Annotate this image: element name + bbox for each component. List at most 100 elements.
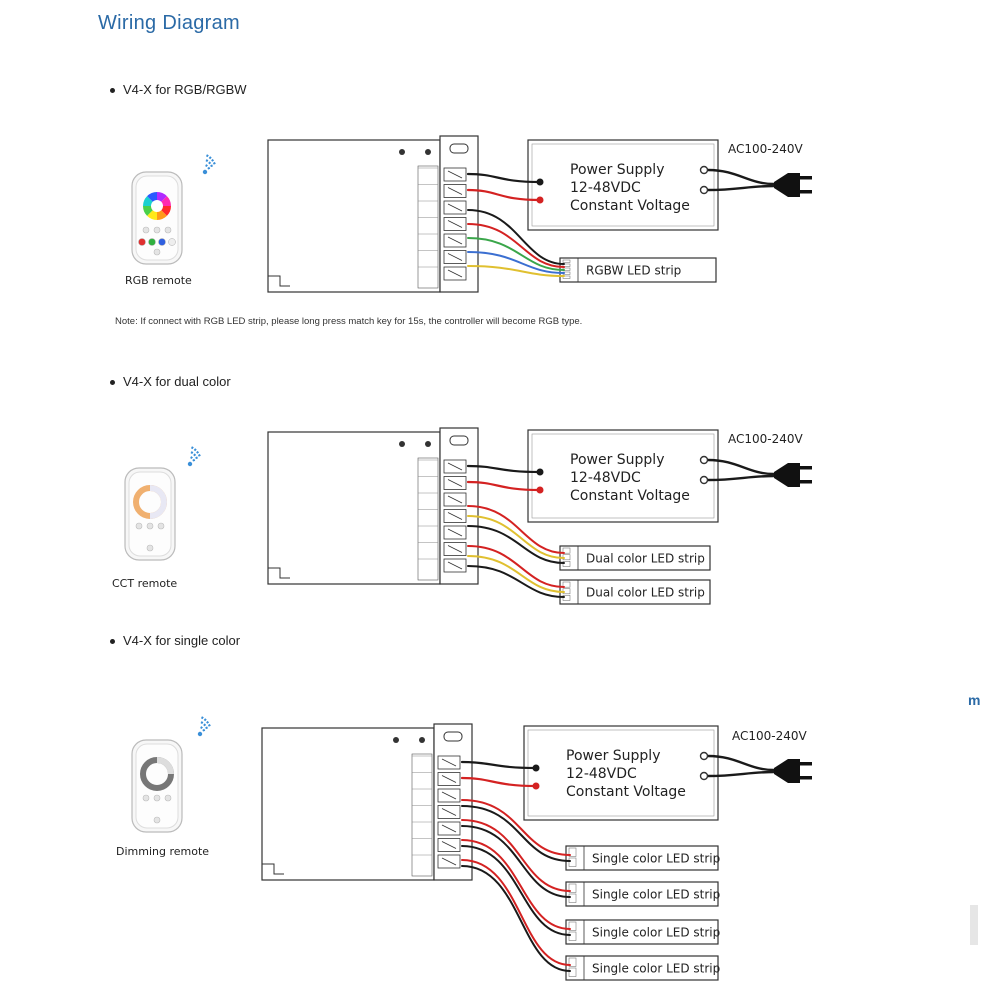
strip-wire-neg: [461, 845, 571, 936]
terminal-screw: [441, 824, 457, 833]
led-strip: Single color LED strip: [565, 955, 720, 981]
terminal-screw: [447, 187, 463, 195]
remote-key: [158, 238, 166, 246]
terminal-screw: [447, 269, 463, 278]
power-wire-pos: [466, 480, 542, 492]
led-strip: Dual color LED strip: [559, 579, 711, 605]
power-wire-pos: [466, 188, 542, 202]
strip-pad: [568, 957, 577, 967]
ac-voltage-label: AC100-240V: [728, 432, 804, 446]
strip-wire-neg: [461, 865, 571, 972]
strip-wire-neg: [461, 825, 571, 898]
match-button: [393, 737, 399, 743]
power-wire-pos: [460, 776, 538, 788]
strip-wire-pos: [461, 839, 571, 930]
led-strip-label: Dual color LED strip: [586, 586, 705, 600]
wifi-arc: [205, 164, 211, 170]
remote-key: [153, 226, 161, 234]
wifi-arc: [200, 716, 212, 729]
terminal-screw: [447, 203, 463, 212]
led-strip-label: RGBW LED strip: [586, 264, 681, 278]
remote-key: [168, 238, 176, 246]
strip-pad: [568, 931, 577, 941]
wifi-arc: [205, 159, 214, 168]
psu-line-2: 12-48VDC: [566, 766, 637, 782]
controller-box: [261, 723, 473, 881]
bullet-icon: [110, 88, 115, 94]
terminal-label-strip: [417, 165, 439, 289]
ac-cable: [707, 754, 775, 772]
strip-pad: [568, 847, 577, 857]
strip-wire: [467, 515, 565, 559]
remote-key: [146, 522, 154, 530]
terminal-screw: [447, 236, 463, 245]
terminal-screw: [441, 775, 457, 783]
psu-inner: [527, 729, 715, 817]
strip-wire: [467, 545, 565, 588]
ac-cable: [707, 770, 775, 778]
remote-label: Dimming remote: [116, 845, 209, 858]
terminal-screw: [441, 857, 457, 866]
mount-notch: [268, 567, 290, 579]
strip-wire: [467, 251, 565, 274]
terminal-screw: [447, 512, 463, 520]
led-strip-body: [559, 545, 711, 571]
controller-box: [267, 135, 479, 293]
reset-button: [425, 441, 431, 447]
remote-control-icon: [131, 171, 183, 265]
terminal-label-strip: [411, 753, 433, 877]
psu-box: [523, 725, 719, 821]
led-strip: Single color LED strip: [565, 845, 720, 871]
controller-case: [267, 139, 441, 293]
remote-key: [142, 226, 150, 234]
psu-inner: [531, 143, 715, 227]
plug-prong: [800, 176, 812, 180]
controller-case: [261, 727, 435, 881]
wheel-center: [151, 200, 163, 212]
led-strip-label: Single color LED strip: [592, 888, 720, 902]
led-strip: Single color LED strip: [565, 919, 720, 945]
psu-box: [527, 139, 719, 231]
strip-wire: [467, 209, 565, 265]
bullet-icon: [110, 380, 115, 386]
remote-key: [146, 544, 154, 552]
psu-line-3: Constant Voltage: [570, 198, 690, 214]
ac-cable: [707, 474, 775, 482]
section-heading-dual: V4-X for dual color: [110, 374, 231, 389]
controller-box: [267, 427, 479, 585]
terminal-screw: [447, 479, 463, 487]
remote-control-icon: [124, 467, 176, 561]
plug-prong: [800, 776, 812, 780]
led-strip-label: Single color LED strip: [592, 926, 720, 940]
led-strip-body: [565, 881, 719, 907]
led-strip-body: [565, 845, 719, 871]
wifi-arc: [200, 721, 209, 730]
terminal-clip: [449, 435, 469, 446]
terminal-screw: [447, 528, 463, 537]
terminal-screw: [441, 758, 457, 767]
ac-plug-icon: [774, 463, 800, 487]
strip-pad: [562, 259, 571, 263]
strip-wire: [467, 505, 565, 554]
psu-line-1: Power Supply: [566, 748, 661, 764]
reset-button: [419, 737, 425, 743]
strip-pad: [568, 967, 577, 977]
ac-cable: [707, 458, 775, 476]
match-button: [399, 149, 405, 155]
strip-wire: [467, 223, 565, 268]
wifi-arc: [205, 154, 217, 167]
strip-wire: [467, 237, 565, 271]
wifi-arc: [190, 446, 202, 459]
terminal-clip: [449, 143, 469, 154]
led-strip-body: [559, 579, 711, 605]
strip-wire-pos: [461, 819, 571, 892]
strip-pad: [568, 883, 577, 893]
remote-key: [153, 794, 161, 802]
edge-text: m: [968, 692, 981, 708]
ac-voltage-label: AC100-240V: [728, 142, 804, 156]
strip-pad: [562, 275, 571, 279]
